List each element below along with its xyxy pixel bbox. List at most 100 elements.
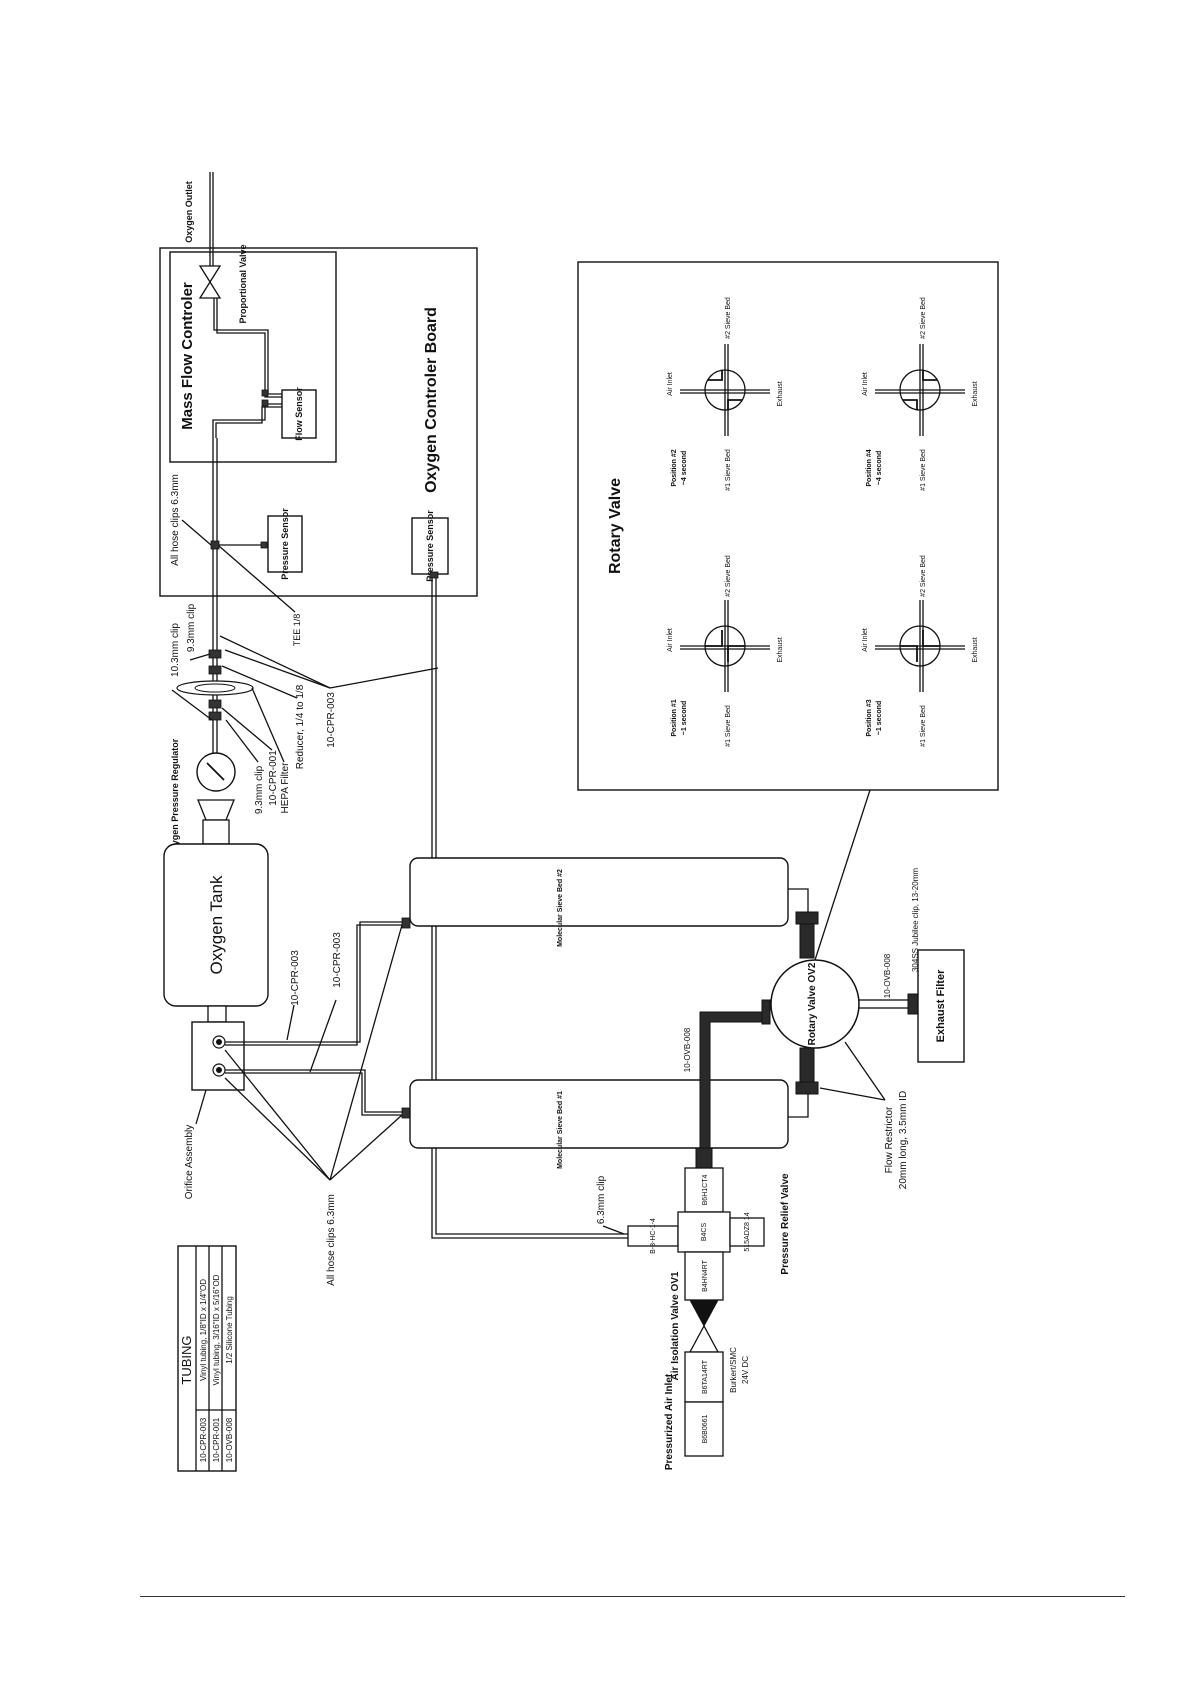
flow-restrictor-label: Flow Restrictor (884, 1106, 895, 1173)
all-hose-clips-top-label: All hose clips 6.3mm (170, 474, 181, 566)
tubing-row-code: 10-CPR-003 (199, 1417, 208, 1462)
fitting-label: B4CS (701, 1223, 708, 1242)
orifice-assembly: Orifice Assembly (184, 1021, 245, 1199)
ovb-008-a-label: 10-OVB-008 (683, 1027, 692, 1072)
port-label: #2 Sieve Bed (725, 555, 732, 597)
tee-label: TEE 1/8 (292, 614, 302, 647)
cpr-001-label: 10-CPR-001 (268, 750, 279, 806)
cpr-003-a-label: 10-CPR-003 (290, 950, 301, 1006)
sieve-bed-1: Molecular Sieve Bed #1 (409, 1079, 789, 1169)
rotary-position-1: Position #1 ~1 second Air Inlet #1 Sieve… (667, 555, 784, 747)
tubing-row-desc: Vinyl tubing, 1/8"ID x 1/4"OD (199, 1279, 208, 1381)
rotary-position-3: Position #3 ~1 second Air Inlet #1 Sieve… (862, 555, 979, 747)
port-label: #1 Sieve Bed (920, 449, 927, 491)
port-label: #2 Sieve Bed (920, 555, 927, 597)
oxygen-controller-board-label: Oxygen Controler Board (423, 307, 440, 493)
air-isolation-valve-label: Air Isolation Valve OV1 (670, 1271, 681, 1380)
proportional-valve-label: Proportional Valve (238, 244, 248, 323)
oxygen-outlet: Oxygen Outlet (184, 172, 214, 266)
port-label: Exhaust (777, 381, 784, 406)
sieve-bed-2: Molecular Sieve Bed #2 (409, 857, 789, 947)
oxygen-tank: Oxygen Tank (163, 843, 269, 1023)
position-name: Position #1 (671, 699, 678, 736)
clip-10-3-label: 10.3mm clip (170, 623, 181, 677)
tubing-row-code: 10-CPR-001 (212, 1417, 221, 1462)
position-time: ~1 second (876, 701, 883, 735)
oxygen-pressure-regulator: Oxygen Pressure Regulator (170, 738, 236, 857)
port-label: #1 Sieve Bed (725, 449, 732, 491)
hepa-filter-label: HEPA Filter (280, 762, 291, 814)
oxygen-outlet-label: Oxygen Outlet (184, 181, 194, 243)
fitting-label: 515ADZ8 14 (744, 1212, 751, 1251)
rotary-valve-ov2: Rotary Valve OV2 (770, 959, 860, 1049)
fitting-label: B-3-HC-1-4 (650, 1218, 657, 1254)
oxygen-pressure-regulator-label: Oxygen Pressure Regulator (170, 738, 180, 857)
flow-sensor (281, 389, 317, 439)
voltage-label: 24V DC (741, 1356, 750, 1384)
rotary-position-4: Position #4 ~4 second Air Inlet #1 Sieve… (862, 297, 979, 491)
fitting-label: B6TA14RT (702, 1359, 709, 1394)
sieve-bed-2-label: Molecular Sieve Bed #2 (557, 869, 564, 947)
port-label: #2 Sieve Bed (920, 297, 927, 339)
all-hose-clips-bottom-label: All hose clips 6.3mm (326, 1194, 337, 1286)
port-label: #2 Sieve Bed (725, 297, 732, 339)
pressure-sensor-bottom: Pressure Sensor (411, 510, 449, 582)
pressure-relief-valve-label: Pressure Relief Valve (780, 1173, 791, 1275)
exhaust-filter: Exhaust Filter (917, 949, 965, 1063)
rotary-valve-ov2-label: Rotary Valve OV2 (807, 962, 818, 1045)
flow-restrictor-spec-label: 20mm long, 3.5mm ID (898, 1091, 909, 1189)
port-label: Air Inlet (862, 628, 869, 652)
mass-flow-controller: Mass Flow Controler Flow Sensor Proporti… (169, 244, 337, 463)
fitting-label: B4HN4RT (702, 1259, 709, 1291)
port-label: #1 Sieve Bed (725, 705, 732, 747)
orifice-assembly-label: Orifice Assembly (184, 1125, 195, 1199)
tubing-row-desc: 1/2 Silicone Tubing (225, 1296, 234, 1364)
tubing-table: TUBING 10-CPR-003 Vinyl tubing, 1/8"ID x… (177, 1245, 237, 1472)
sieve-bed-1-label: Molecular Sieve Bed #1 (557, 1091, 564, 1169)
position-time: ~1 second (681, 701, 688, 735)
fitting-label: B6H1CT4 (702, 1175, 709, 1206)
oxygen-tank-label: Oxygen Tank (207, 875, 226, 974)
port-label: Exhaust (972, 381, 979, 406)
cpr-003-top-label: 10-CPR-003 (326, 692, 337, 748)
flow-sensor-label: Flow Sensor (294, 387, 304, 441)
rotary-valve-panel-title: Rotary Valve (607, 478, 624, 574)
clip-9-3-bottom-label: 9.3mm clip (254, 765, 265, 814)
position-name: Position #3 (866, 699, 873, 736)
tubing-row-desc: Vinyl tubing, 3/16"ID x 5/16"OD (212, 1274, 221, 1385)
port-label: Exhaust (777, 637, 784, 662)
reducer-label: Reducer, 1/4 to 1/8 (295, 684, 306, 769)
position-name: Position #4 (866, 449, 873, 486)
tubing-table-title: TUBING (179, 1335, 194, 1384)
port-label: Air Inlet (667, 628, 674, 652)
pressure-sensor-top: Pressure Sensor (216, 508, 303, 580)
jubilee-clip-label: 304SS Jubilee clip, 13-20mm (911, 868, 920, 972)
position-time: ~4 second (876, 451, 883, 485)
rotary-position-2: Position #2 ~4 second Air Inlet #1 Sieve… (667, 297, 784, 491)
exhaust-filter-label: Exhaust Filter (935, 969, 947, 1042)
position-time: ~4 second (681, 451, 688, 485)
port-label: Air Inlet (862, 372, 869, 396)
footer-rule (140, 1596, 1125, 1597)
port-label: Air Inlet (667, 372, 674, 396)
rotary-valve-panel: Rotary Valve Position #1 ~1 second Air I… (577, 261, 999, 791)
port-label: #1 Sieve Bed (920, 705, 927, 747)
mass-flow-controller-label: Mass Flow Controler (179, 282, 196, 430)
port-label: Exhaust (972, 637, 979, 662)
clip-9-3-top-label: 9.3mm clip (186, 603, 197, 652)
burkert-label: Burkert/SMC (729, 1347, 738, 1393)
proportional-valve-icon (198, 265, 222, 299)
tubing-row-code: 10-OVB-008 (225, 1417, 234, 1462)
ovb-008-b-label: 10-OVB-008 (883, 953, 892, 998)
cpr-003-b-label: 10-CPR-003 (332, 932, 343, 988)
fitting-label: B6B0661 (702, 1414, 709, 1443)
regulator-fittings (176, 649, 254, 721)
pressure-sensor-label: Pressure Sensor (280, 508, 290, 580)
pressure-sensor-label: Pressure Sensor (425, 510, 435, 582)
position-name: Position #2 (671, 449, 678, 486)
inlet-assembly: B6H1CT4 B-3-HC-1-4 B4CS 515ADZ8 14 Press… (627, 1147, 791, 1470)
clip-6-3-label: 6.3mm clip (596, 1175, 607, 1224)
pressurized-air-inlet-label: Pressurized Air Inlet (664, 1373, 675, 1470)
